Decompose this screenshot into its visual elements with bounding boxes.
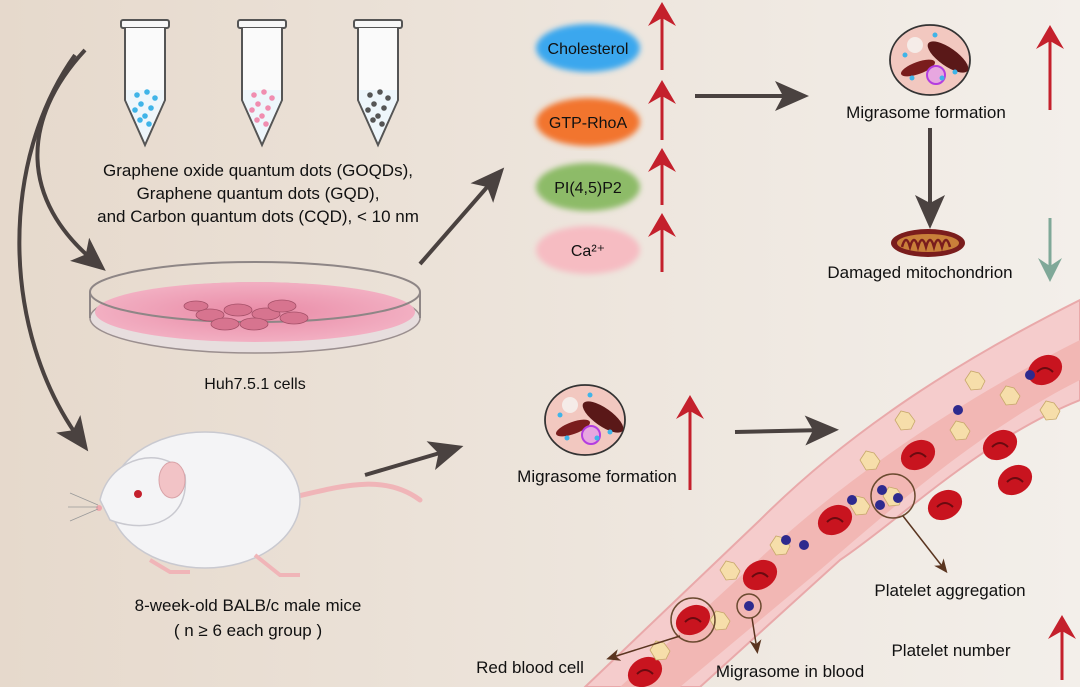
migrasome-dot-icon: [744, 601, 754, 611]
platelet-icon: [719, 560, 741, 581]
migrasome-dot-icon: [893, 493, 903, 503]
platelet-icon: [894, 410, 916, 431]
platelet-icon: [999, 385, 1021, 406]
migrasome-dot-icon: [875, 500, 885, 510]
red-blood-cell-icon: [997, 464, 1033, 496]
test-tube-icon: [353, 19, 403, 148]
rbc-highlight-circle: [670, 597, 716, 643]
arrow-mice-to-migrasome: [364, 441, 464, 477]
red-blood-cell-icon: [927, 489, 963, 521]
migrasome-dot-icon: [781, 535, 791, 545]
arrow-migrasome-to-blood: [734, 415, 839, 446]
test-tube-icon: [120, 19, 170, 148]
migrasome-cell-icon: [544, 384, 626, 456]
factor-label: PI(4,5)P2: [554, 180, 622, 197]
migrasome-dot-icon: [877, 485, 887, 495]
material-line-1: Graphene oxide quantum dots (GOQDs),: [103, 161, 413, 180]
factor-label: GTP-RhoA: [549, 115, 628, 132]
migrasome-dot-icon: [953, 405, 963, 415]
up-arrow-icon: [648, 2, 676, 70]
flow-arrows-left: [17, 48, 106, 452]
up-arrow-icon: [648, 148, 676, 205]
aggregation-highlight-circle: [870, 473, 916, 519]
red-blood-cell-icon: [675, 604, 711, 636]
factor-label: Cholesterol: [548, 41, 629, 58]
red-blood-cell-icon: [982, 429, 1018, 461]
red-blood-cell-icon: [742, 559, 778, 591]
factor-0: Cholesterol: [536, 24, 640, 72]
platelet-icon: [964, 370, 986, 391]
quantum-dot-tubes: [120, 19, 403, 148]
material-line-3: and Carbon quantum dots (CQD), < 10 nm: [97, 207, 419, 226]
platelet-icon: [649, 640, 671, 661]
test-tube-icon: [237, 19, 287, 148]
up-arrow-icon: [676, 395, 704, 490]
red-blood-cell-icon: [627, 656, 663, 687]
platelet-aggregation-label: Platelet aggregation: [874, 581, 1025, 600]
red-blood-cell-label: Red blood cell: [476, 658, 584, 677]
blood-vessel: [583, 298, 1080, 687]
down-arrow-icon: [1038, 218, 1062, 282]
damaged-mitochondrion-label: Damaged mitochondrion: [827, 263, 1012, 282]
migrasome-dot-icon: [847, 495, 857, 505]
petri-dish: [89, 261, 421, 354]
material-line-2: Graphene quantum dots (GQD),: [137, 184, 380, 203]
mouse-illustration: [68, 431, 423, 577]
red-blood-cell-icon: [1027, 354, 1063, 386]
up-arrow-icon: [1036, 25, 1064, 110]
change-arrows: [648, 2, 1076, 680]
factor-1: GTP-RhoA: [536, 98, 640, 146]
migrasome-formation-label: Migrasome formation: [846, 103, 1006, 122]
factor-3: Ca²⁺: [536, 226, 640, 274]
factor-label: Ca²⁺: [571, 243, 605, 260]
up-arrow-icon: [1048, 615, 1076, 680]
mice-label-1: 8-week-old BALB/c male mice: [135, 596, 362, 615]
platelet-icon: [1039, 400, 1061, 421]
migrasome-dot-icon: [1025, 370, 1035, 380]
up-arrow-icon: [648, 213, 676, 272]
platelet-icon: [949, 420, 971, 441]
arrow-dish-to-factors: [418, 167, 505, 266]
migrasome-in-blood-label: Migrasome in blood: [716, 662, 864, 681]
up-arrow-icon: [648, 80, 676, 140]
migrasome-cell-icon: [889, 24, 971, 96]
platelet-icon: [859, 450, 881, 471]
factor-2: PI(4,5)P2: [536, 163, 640, 211]
cells-label: Huh7.5.1 cells: [204, 376, 305, 393]
migrasome-highlight-circle: [736, 593, 762, 619]
mice-label-2: ( n ≥ 6 each group ): [174, 621, 322, 640]
migrasome-formation-label-mice: Migrasome formation: [517, 467, 677, 486]
red-blood-cell-icon: [900, 439, 936, 471]
platelet-number-label: Platelet number: [891, 641, 1010, 660]
red-blood-cell-icon: [817, 504, 853, 536]
migrasome-dot-icon: [799, 540, 809, 550]
mitochondrion-icon: [891, 229, 965, 257]
